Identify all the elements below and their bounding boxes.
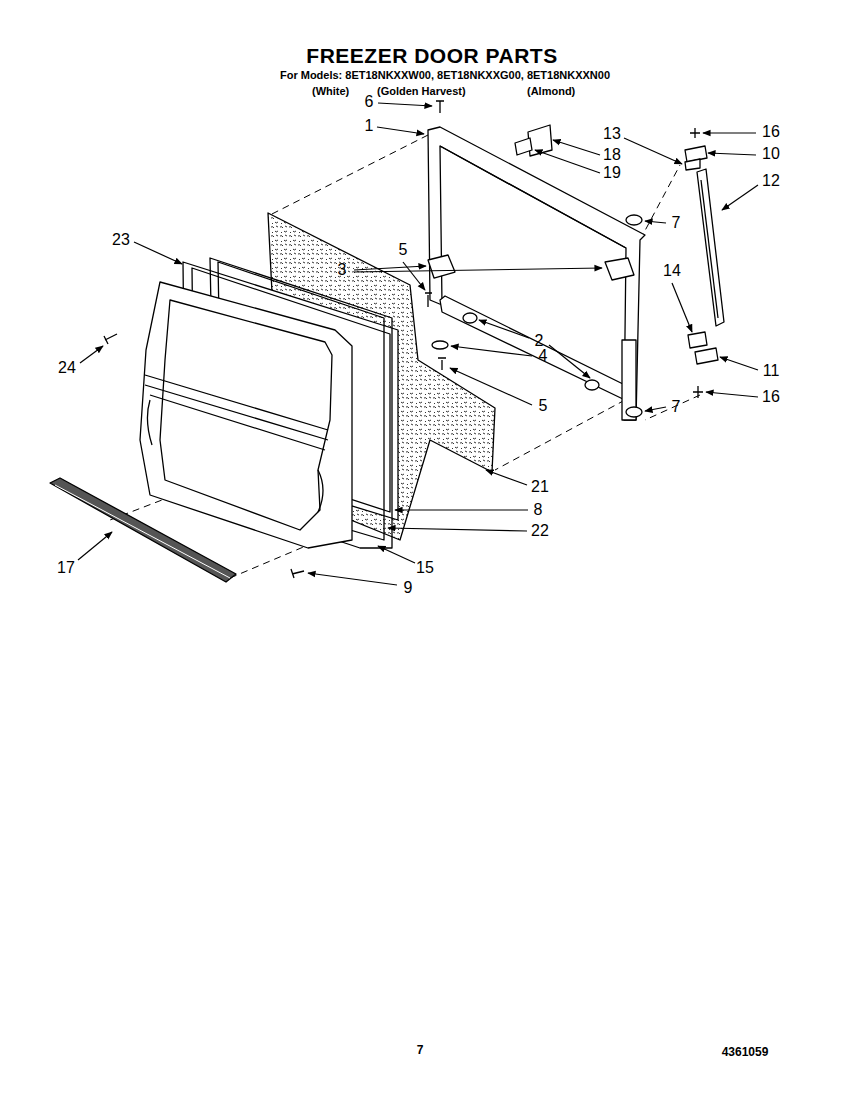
callout-number: 16: [762, 124, 780, 140]
callout-number: 5: [539, 398, 548, 414]
color-note: (Golden Harvest): [377, 86, 466, 97]
callout-number: 21: [531, 479, 549, 495]
callout-number: 22: [531, 523, 549, 539]
callout-number: 3: [338, 262, 347, 278]
callout-number: 12: [762, 173, 780, 189]
callout-number: 23: [112, 232, 130, 248]
callout-number: 2: [535, 333, 544, 349]
callout-number: 11: [763, 363, 780, 379]
color-note: (Almond): [527, 86, 575, 97]
color-note: (White): [312, 86, 349, 97]
callout-number: 7: [672, 215, 681, 231]
callout-number: 18: [603, 147, 621, 163]
callout-number: 16: [762, 389, 780, 405]
callout-number: 9: [404, 580, 413, 596]
callout-number: 1: [365, 118, 374, 134]
document-number: 4361059: [722, 1046, 769, 1058]
callout-number: 6: [365, 94, 374, 110]
callout-number: 13: [603, 126, 621, 142]
diagram-title: FREEZER DOOR PARTS: [306, 45, 557, 66]
callout-number: 5: [399, 242, 408, 258]
callout-number: 14: [663, 263, 681, 279]
callout-number: 8: [534, 502, 543, 518]
callout-number: 24: [58, 360, 76, 376]
callout-number: 17: [57, 560, 75, 576]
page-number: 7: [417, 1044, 424, 1056]
model-list: For Models: 8ET18NKXXW00, 8ET18NKXXG00, …: [280, 70, 610, 81]
callout-number: 7: [672, 399, 681, 415]
callout-number: 10: [762, 146, 780, 162]
callout-number: 15: [416, 560, 434, 576]
callout-number: 4: [539, 348, 548, 364]
callout-number: 19: [603, 165, 621, 181]
